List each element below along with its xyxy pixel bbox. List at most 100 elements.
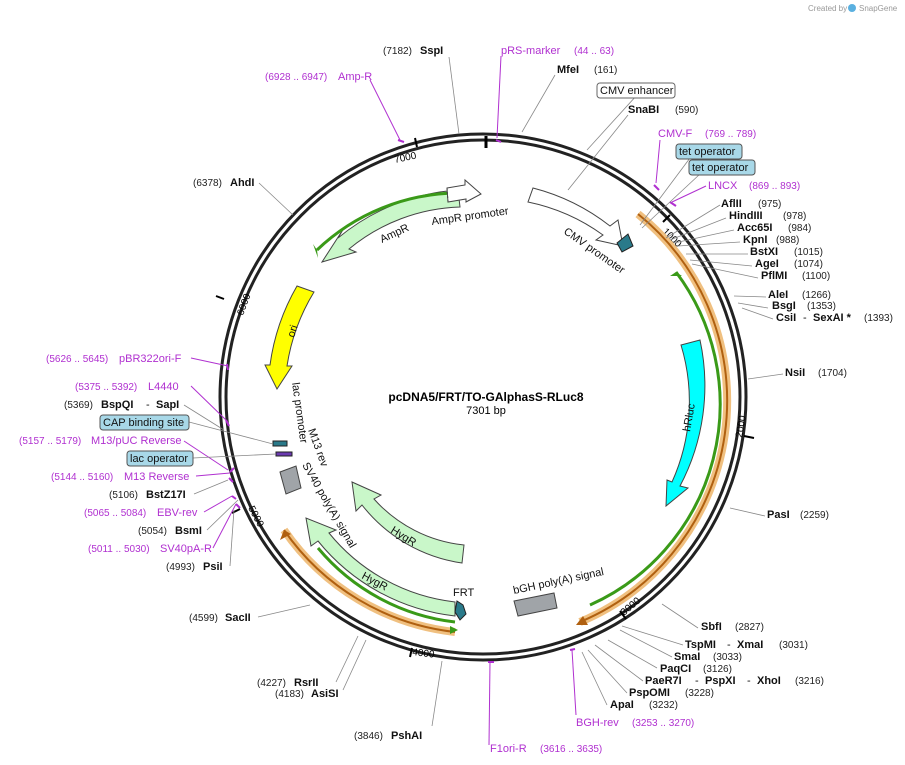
primer-m13-puc-reverse[interactable]: M13/pUC Reverse: [91, 435, 181, 447]
svg-text:(1353): (1353): [807, 301, 836, 312]
bgh-polya-box[interactable]: [513, 592, 558, 617]
hrluc-arrow[interactable]: [665, 339, 706, 508]
svg-text:(5157 .. 5179): (5157 .. 5179): [19, 436, 81, 447]
site-bspqi[interactable]: BspQI: [101, 399, 133, 411]
tet-operator-label-1: tet operator: [679, 146, 736, 158]
primer-prs-marker[interactable]: pRS-marker: [501, 45, 561, 57]
primer-lncx[interactable]: LNCX: [708, 180, 738, 192]
backbone-outer: [218, 132, 748, 662]
tet-operator-box-2[interactable]: [688, 159, 756, 176]
svg-text:(5626 .. 5645): (5626 .. 5645): [46, 354, 108, 365]
svg-text:-: -: [803, 312, 807, 324]
cmv-enhancer-box[interactable]: [596, 82, 676, 99]
site-pshai[interactable]: PshAI: [391, 730, 422, 742]
svg-text:(988): (988): [776, 235, 799, 246]
cmv-promoter-arrow[interactable]: [527, 187, 624, 247]
site-pasi[interactable]: PasI: [767, 509, 790, 521]
site-snabi[interactable]: SnaBI: [628, 104, 659, 116]
site-hindiii[interactable]: HindIII: [729, 210, 763, 222]
primer-l4440[interactable]: L4440: [148, 381, 179, 393]
credit-created-by: Created by: [808, 4, 847, 13]
site-acc65i[interactable]: Acc65I: [737, 222, 772, 234]
svg-text:(3253 .. 3270): (3253 .. 3270): [632, 718, 694, 729]
svg-text:(3228): (3228): [685, 688, 714, 699]
primer-ebv-rev[interactable]: EBV-rev: [157, 507, 198, 519]
site-nsii[interactable]: NsiI: [785, 367, 805, 379]
site-paer7i[interactable]: PaeR7I: [645, 675, 682, 687]
site-alei[interactable]: AleI: [768, 289, 788, 301]
site-bsgi[interactable]: BsgI: [772, 300, 796, 312]
site-paqci[interactable]: PaqCI: [660, 663, 691, 675]
svg-text:(1100): (1100): [802, 271, 830, 282]
site-pflmi[interactable]: PflMI: [761, 270, 787, 282]
svg-text:(4227): (4227): [257, 678, 286, 689]
site-psii[interactable]: PsiI: [203, 561, 223, 573]
site-pspomi[interactable]: PspOMI: [629, 687, 670, 699]
orf-orange-right-line: [579, 213, 729, 623]
ampr-orf-line: [315, 191, 459, 252]
svg-text:(5011 .. 5030): (5011 .. 5030): [88, 544, 150, 555]
site-sexai[interactable]: SexAI *: [813, 312, 852, 324]
svg-text:(1015): (1015): [794, 247, 823, 258]
tet-operator-box-1[interactable]: [675, 143, 743, 160]
hygr-arrow-1[interactable]: [351, 481, 465, 564]
primer-pbr322ori-f[interactable]: pBR322ori-F: [119, 353, 182, 365]
svg-text:-: -: [747, 675, 751, 687]
frt-mark[interactable]: [454, 600, 467, 621]
primer-cmv-f[interactable]: CMV-F: [658, 128, 693, 140]
ampr-promoter-arrow[interactable]: [446, 178, 482, 203]
site-pos-sspi: (7182): [383, 46, 412, 57]
site-pspxi[interactable]: PspXI: [705, 675, 736, 687]
svg-text:(6928 .. 6947): (6928 .. 6947): [265, 72, 327, 83]
primer-sv40pa-r[interactable]: SV40pA-R: [160, 543, 212, 555]
hygr-arrow-2[interactable]: [305, 517, 456, 617]
site-agei[interactable]: AgeI: [755, 258, 779, 270]
svg-text:(2259): (2259): [800, 510, 829, 521]
primer-bgh-rev[interactable]: BGH-rev: [576, 717, 619, 729]
svg-text:(3126): (3126): [703, 664, 732, 675]
svg-text:(3846): (3846): [354, 731, 383, 742]
site-apai[interactable]: ApaI: [610, 699, 634, 711]
site-rsrii[interactable]: RsrII: [294, 677, 318, 689]
svg-text:(3216): (3216): [795, 676, 824, 687]
site-smai[interactable]: SmaI: [674, 651, 700, 663]
site-tspmi[interactable]: TspMI: [685, 639, 716, 651]
lac-operator-mark: [275, 451, 293, 457]
site-sspi[interactable]: SspI: [420, 45, 443, 57]
tick-4000: 4000: [412, 647, 436, 661]
site-pos-mfei: (161): [594, 65, 617, 76]
site-bstxi[interactable]: BstXI: [750, 246, 778, 258]
site-xmai[interactable]: XmaI: [737, 639, 763, 651]
svg-text:(1074): (1074): [794, 259, 823, 270]
svg-text:-: -: [146, 399, 150, 411]
primer-amp-r[interactable]: Amp-R: [338, 71, 372, 83]
ori-arrow[interactable]: [264, 285, 315, 391]
site-aflii[interactable]: AflII: [721, 198, 742, 210]
site-bstz17i[interactable]: BstZ17I: [146, 489, 186, 501]
site-sbfi[interactable]: SbfI: [701, 621, 722, 633]
primer-f1ori-r[interactable]: F1ori-R: [490, 743, 527, 755]
cap-binding-site-box[interactable]: [99, 414, 190, 431]
site-bsmi[interactable]: BsmI: [175, 525, 202, 537]
svg-text:(1704): (1704): [818, 368, 847, 379]
lac-operator-box[interactable]: [126, 450, 194, 467]
svg-text:(4599): (4599): [189, 613, 218, 624]
site-mfei[interactable]: MfeI: [557, 64, 579, 76]
tick-6000: 6000: [235, 292, 253, 317]
svg-text:(5054): (5054): [138, 526, 167, 537]
bgh-polya-label: bGH poly(A) signal: [512, 566, 605, 597]
site-asisi[interactable]: AsiSI: [311, 688, 339, 700]
sv40-polya-box[interactable]: [279, 465, 302, 495]
orf-green-right: [589, 271, 722, 607]
site-ahdi[interactable]: AhdI: [230, 177, 254, 189]
site-csii[interactable]: CsiI: [776, 312, 796, 324]
site-sapi[interactable]: SapI: [156, 399, 179, 411]
svg-text:(984): (984): [788, 223, 811, 234]
svg-text:(1393): (1393): [864, 313, 893, 324]
site-kpni[interactable]: KpnI: [743, 234, 767, 246]
site-xhoi[interactable]: XhoI: [757, 675, 781, 687]
site-sacii[interactable]: SacII: [225, 612, 251, 624]
primer-m13-reverse[interactable]: M13 Reverse: [124, 471, 189, 483]
ampr-orf-arrowhead: [313, 244, 318, 258]
